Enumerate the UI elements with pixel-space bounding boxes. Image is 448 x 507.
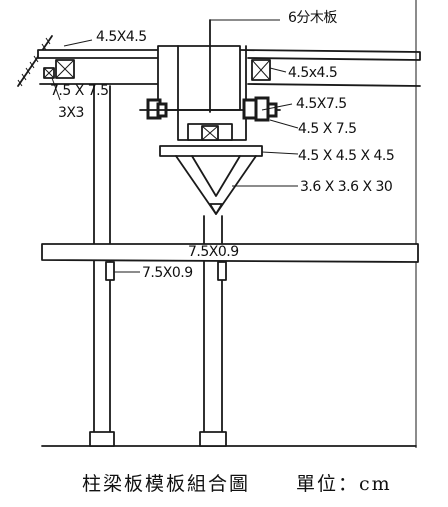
horizontal-plank [41,243,419,263]
label-bolt-lower: 4.5 X 7.5 [298,121,357,137]
v-brace-outer [175,155,257,215]
label-beam-plank: 7.5X0.9 [188,244,239,260]
right-slab-plywood [239,49,421,61]
label-left-lumber: 7.5 X 7.5 [50,83,109,99]
post-clamp-left [105,261,115,281]
label-bolt-upper: 4.5X7.5 [296,96,347,112]
post-clamp-center [217,261,227,281]
label-brace: 3.6 X 3.6 X 30 [300,179,392,195]
label-top-left-lumber: 4.5X4.5 [96,29,147,45]
lumber-top-left [55,59,75,79]
caption-unit: 單位：cm [296,473,392,495]
v-brace-inner [191,155,241,197]
caption-title: 柱梁板模板組合圖 [82,473,250,495]
beam-bottom-lumber [201,125,219,141]
right-slab-bottom [247,83,421,87]
label-top-plywood: 6分木板 [288,10,337,26]
label-bracket-lumber: 4.5 X 4.5 X 4.5 [298,148,394,164]
lumber-right [251,59,271,81]
leader-lines [51,19,299,273]
beam-top-box [157,45,241,111]
label-left-small: 3X3 [58,105,84,121]
brace-tip [209,203,223,215]
label-post-plank: 7.5X0.9 [142,265,193,281]
bracket-crossbar [159,145,263,157]
label-right-lumber: 4.5x4.5 [288,65,337,81]
bolt-right [242,96,278,122]
lumber-small-left [43,67,55,79]
